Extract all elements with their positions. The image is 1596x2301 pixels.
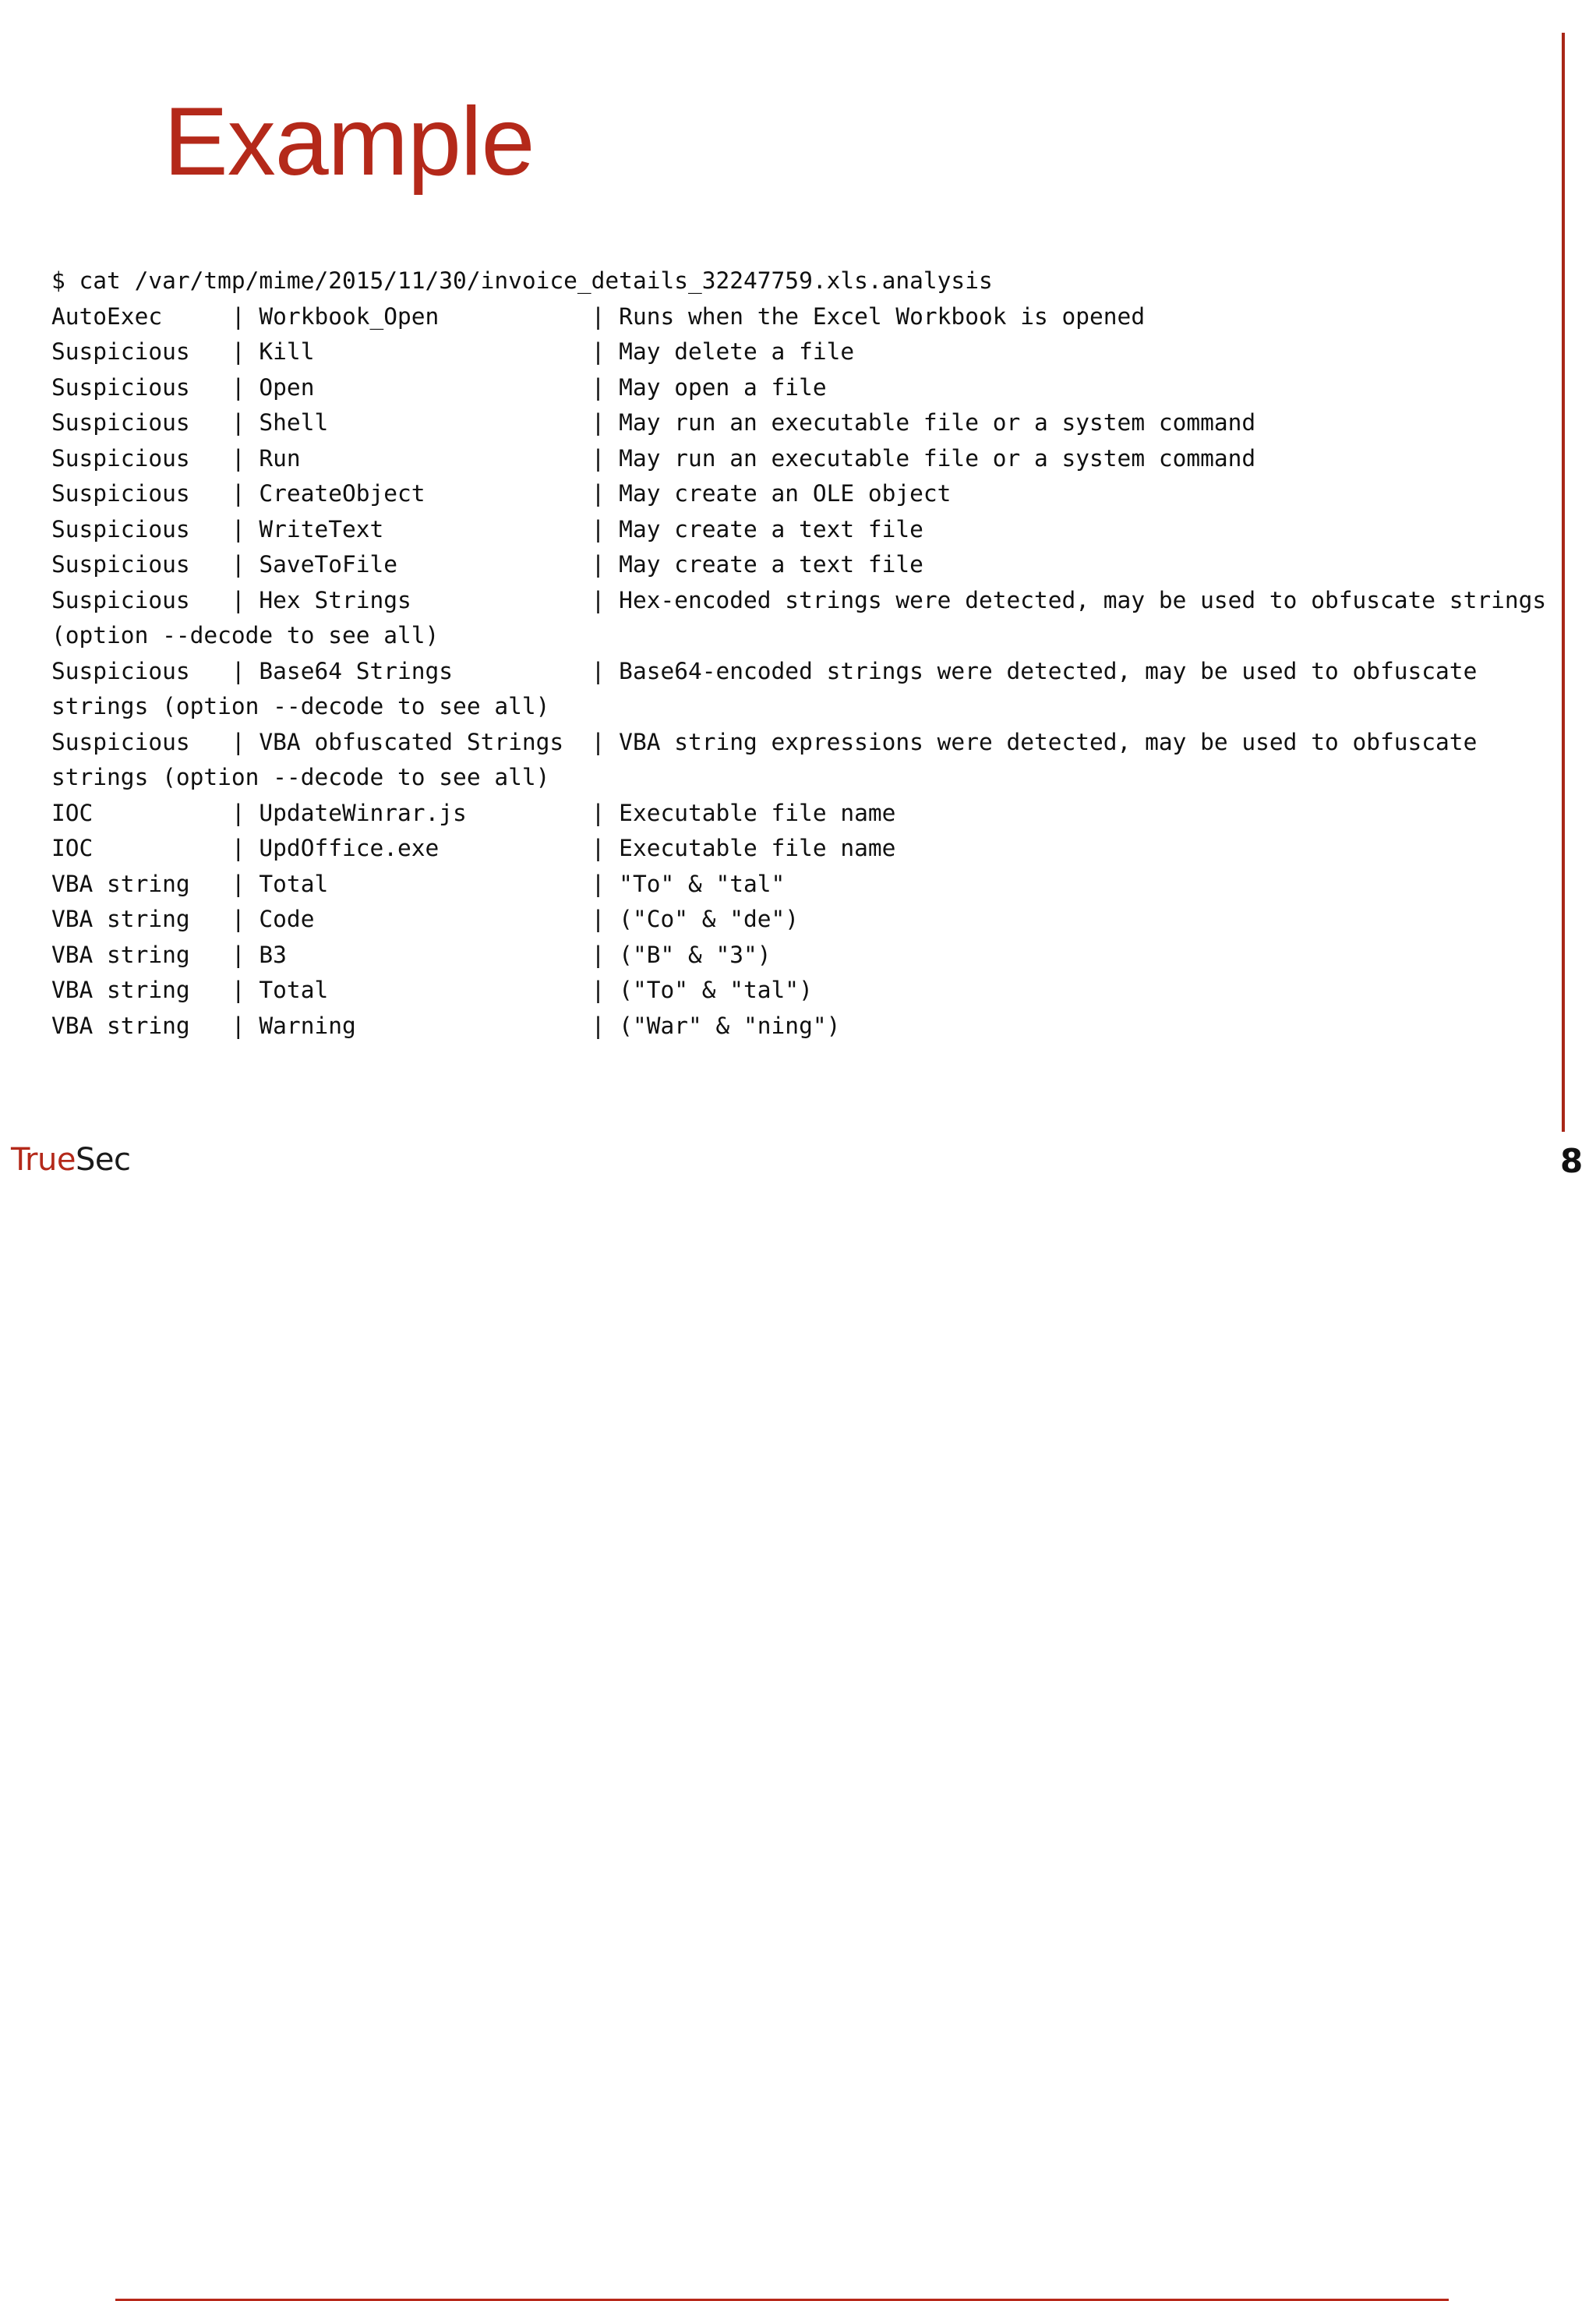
terminal-output-block: $ cat /var/tmp/mime/2015/11/30/invoice_d… xyxy=(51,263,1548,1044)
brand-logo-sec: Sec xyxy=(75,1142,131,1178)
slide-footer: TrueSec 8 xyxy=(0,1136,1596,2301)
terminal-row: AutoExec | Workbook_Open | Runs when the… xyxy=(51,302,1146,330)
page-number: 8 xyxy=(1560,1142,1584,1180)
terminal-row: VBA string | B3 | ("B" & "3") xyxy=(51,941,772,968)
terminal-row: Suspicious | Hex Strings | Hex-encoded s… xyxy=(51,586,1560,649)
brand-logo: TrueSec xyxy=(11,1141,131,1179)
terminal-row: IOC | UpdOffice.exe | Executable file na… xyxy=(51,835,896,861)
terminal-row: IOC | UpdateWinrar.js | Executable file … xyxy=(51,799,896,826)
terminal-row: Suspicious | Shell | May run an executab… xyxy=(51,409,1256,436)
slide-accent-vertical-rule xyxy=(1562,33,1565,1132)
terminal-row: Suspicious | Kill | May delete a file xyxy=(51,338,855,365)
terminal-row: Suspicious | WriteText | May create a te… xyxy=(51,515,923,543)
terminal-row: VBA string | Warning | ("War" & "ning") xyxy=(51,1012,841,1039)
terminal-row: VBA string | Total | ("To" & "tal") xyxy=(51,977,813,1003)
terminal-command-line: $ cat /var/tmp/mime/2015/11/30/invoice_d… xyxy=(51,267,993,294)
terminal-row: Suspicious | CreateObject | May create a… xyxy=(51,480,952,507)
terminal-row: Suspicious | Open | May open a file xyxy=(51,373,827,401)
terminal-row: VBA string | Total | "To" & "tal" xyxy=(51,870,786,897)
brand-logo-true: True xyxy=(11,1142,76,1178)
terminal-row: Suspicious | VBA obfuscated Strings | VB… xyxy=(51,728,1492,791)
terminal-row: Suspicious | Base64 Strings | Base64-enc… xyxy=(51,657,1492,720)
terminal-row: Suspicious | Run | May run an executable… xyxy=(51,444,1256,472)
terminal-row: Suspicious | SaveToFile | May create a t… xyxy=(51,551,923,578)
terminal-row: VBA string | Code | ("Co" & "de") xyxy=(51,906,800,932)
page-title: Example xyxy=(164,88,535,196)
